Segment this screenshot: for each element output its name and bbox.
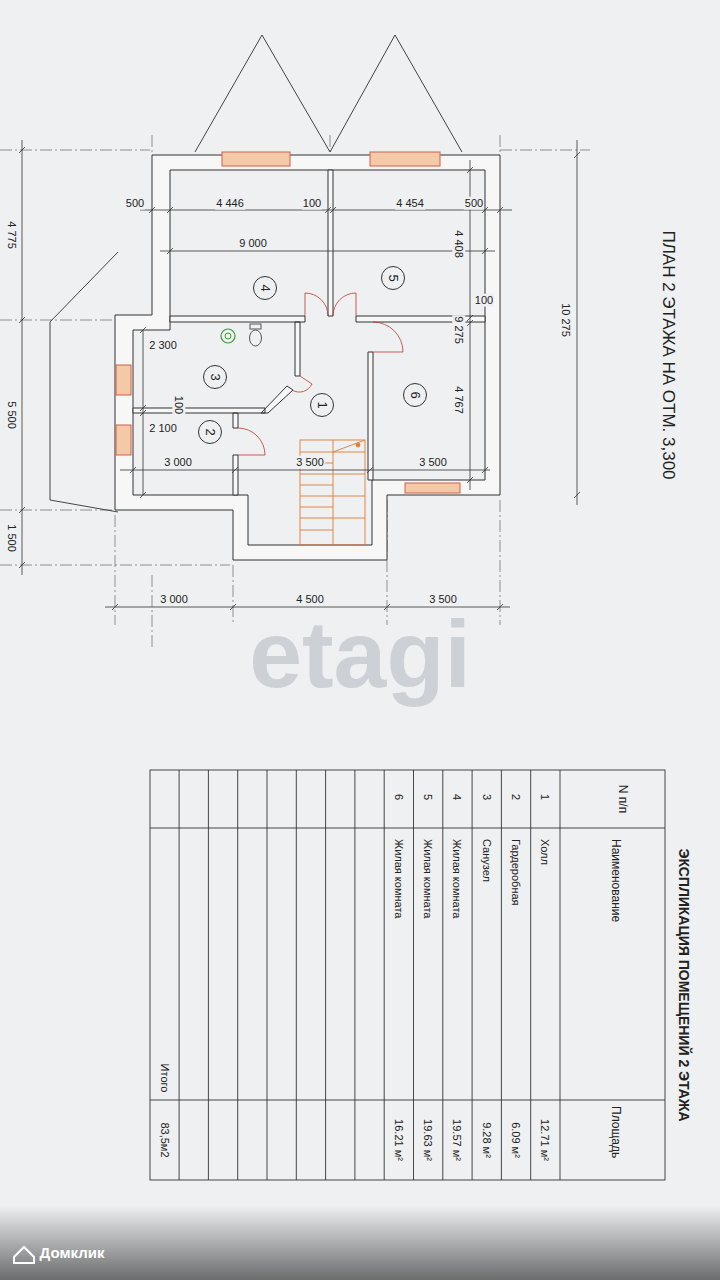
column-header: Наименование [608,838,622,923]
dimension: 3 500 [418,456,448,469]
dimension: 3 500 [295,456,325,469]
room-area: 19.57 м² [451,1118,464,1162]
roof-line [50,35,462,512]
dimension: 9 275 [453,315,466,345]
row-number: 4 [451,793,464,801]
dimension: 4 767 [453,385,466,415]
plan-title: ПЛАН 2 ЭТАЖА НА ОТМ. 3,300 [658,229,678,480]
logo-icon [14,1247,34,1263]
dimension: 4 454 [395,197,425,210]
total-label: Итого [159,1063,172,1094]
room-callout: 1 [310,393,334,417]
room-name: Жилая комната [451,838,464,919]
window [370,152,440,166]
windows [116,152,460,493]
room-area: 16.21 м² [393,1118,406,1162]
row-number: 5 [422,793,435,801]
dimension: 9 000 [238,237,268,250]
room-number: 3 [208,373,222,380]
dimension: 4 408 [453,229,466,259]
sink-drain [225,333,231,339]
room-callout: 5 [381,266,405,290]
window [116,365,131,395]
room-number: 6 [408,391,422,398]
dimension: 4 775 [6,220,19,250]
watermark: etagi [248,600,472,709]
room-name: Санузел [480,838,493,883]
row-number: 6 [393,793,406,801]
dimension: 5 500 [6,400,19,430]
room-area: 19.63 м² [422,1118,435,1162]
room-callout: 6 [403,383,427,407]
sink [221,329,235,343]
schedule-table [150,770,665,1180]
table-border [150,770,665,1180]
dimension: 1 500 [6,523,19,553]
table-grid [150,770,665,1180]
dimension: 500 [125,197,145,210]
column-header: Площадь [608,1105,622,1159]
dimension: 2 100 [148,422,178,435]
room-name: Жилая комната [393,838,406,919]
table-title: ЭКСПЛИКАЦИЯ ПОМЕЩЕНИЙ 2 ЭТАЖА [676,847,692,1122]
dimension-line [19,140,580,610]
row-number: 3 [480,793,493,801]
window [222,152,290,166]
window [116,425,131,455]
room-number: 1 [315,401,329,408]
dimension: 100 [474,294,494,307]
dimension: 3 000 [159,593,189,606]
room-callout: 2 [198,420,222,444]
door-swing [238,293,403,455]
total-area: 83,5м2 [159,1121,172,1158]
axis-line [0,135,590,650]
dimension: 10 275 [560,302,573,338]
window [405,483,460,493]
room-name: Холл [539,838,552,866]
room-area: 12.71 м² [539,1118,552,1162]
toilet-tank [250,324,261,329]
column-header: N п/п [615,783,629,815]
room-number: 2 [203,428,217,435]
dimension: 3 000 [163,456,193,469]
room-area: 9.28 м² [480,1121,493,1159]
dimension: 500 [464,197,484,210]
fixtures [221,324,262,346]
room-callout: 4 [253,276,277,300]
room-name: Гардеробная [510,838,523,907]
room-number: 4 [258,284,272,291]
room-number: 5 [386,274,400,281]
row-number: 2 [510,793,523,801]
dimension: 2 300 [148,339,178,352]
dimension: 100 [173,395,186,415]
photo-shade [0,1205,720,1280]
interior-wall [133,170,485,495]
toilet-bowl [250,330,262,346]
room-area: 6.09 м² [510,1121,523,1159]
stair-mark [356,443,360,447]
room-callout: 3 [203,365,227,389]
dimension: 100 [302,197,322,210]
room-name: Жилая комната [422,838,435,919]
outer-wall [115,155,500,560]
logo-text: Домклик [39,1244,106,1261]
row-number: 1 [539,793,552,801]
dimension: 4 446 [215,197,245,210]
